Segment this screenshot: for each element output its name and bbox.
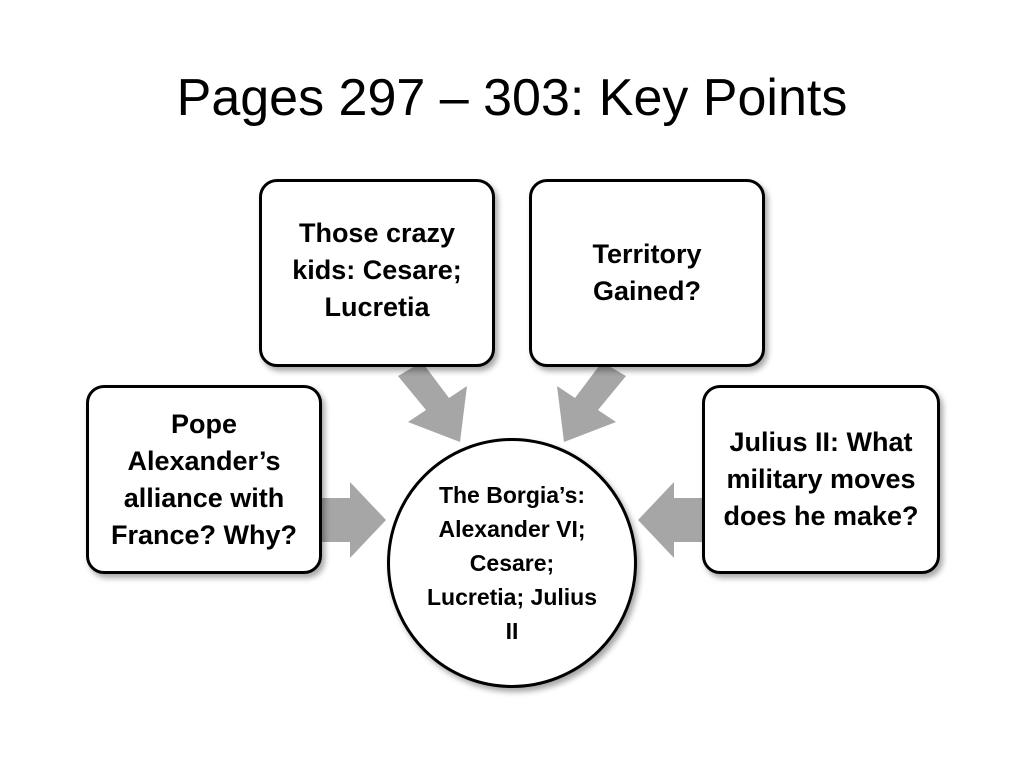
- center-node-text: The Borgia’s: Alexander VI; Cesare; Lucr…: [427, 482, 597, 644]
- node-right: Julius II: What military moves does he m…: [702, 385, 940, 574]
- arrow-right: [638, 482, 702, 558]
- center-node: The Borgia’s: Alexander VI; Cesare; Lucr…: [387, 438, 637, 688]
- node-right-text: Julius II: What military moves does he m…: [723, 427, 919, 531]
- arrow-top-left: [398, 362, 467, 442]
- node-top-left: Those crazy kids: Cesare; Lucretia: [259, 179, 495, 367]
- slide-title: Pages 297 – 303: Key Points: [176, 69, 848, 127]
- node-top-right: Territory Gained?: [529, 179, 765, 367]
- node-top-right-text: Territory Gained?: [592, 239, 702, 306]
- node-top-left-text: Those crazy kids: Cesare; Lucretia: [292, 218, 462, 322]
- arrow-top-right: [557, 362, 626, 442]
- arrow-left: [322, 482, 386, 558]
- node-left-text: Pope Alexander’s alliance with France? W…: [110, 408, 298, 550]
- node-left: Pope Alexander’s alliance with France? W…: [86, 385, 322, 574]
